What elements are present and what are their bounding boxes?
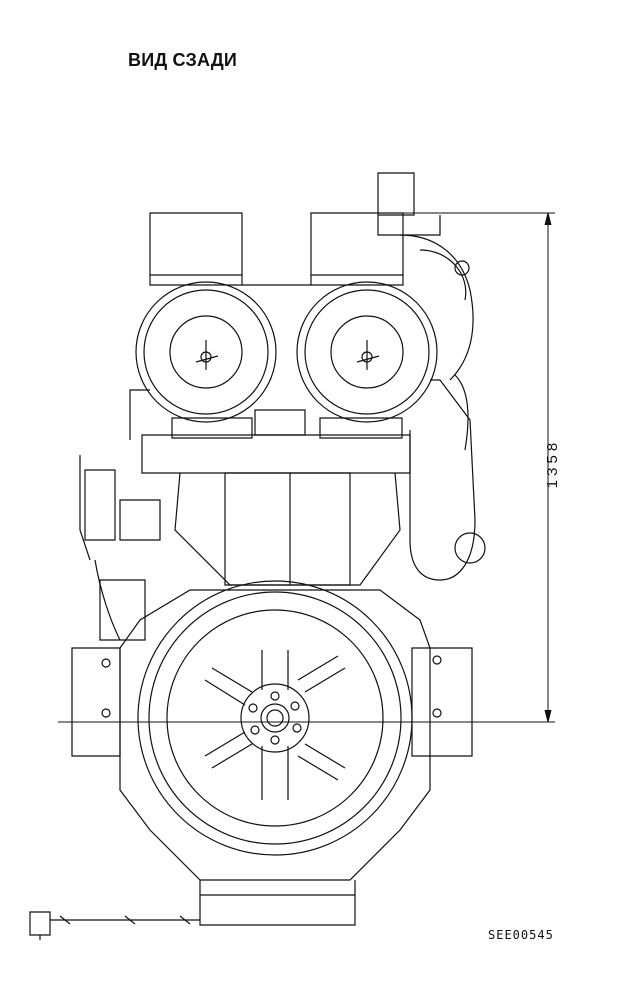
left-side-piping [80,390,160,640]
flywheel-spokes [205,650,345,800]
air-filter-left [136,213,276,422]
dimension-label: 1358 [544,438,562,489]
flywheel-housing [120,581,430,880]
air-filter-right [297,213,437,422]
oil-pan [200,880,355,925]
dimension-line [400,213,555,722]
intake-manifold [142,410,410,585]
mount-bracket-right [412,648,472,756]
hub-bolts [249,692,301,744]
view-title: ВИД СЗАДИ [128,50,238,70]
exhaust-outlet [378,173,473,380]
turbo-pipe [410,375,485,580]
drawing-code: SEE00545 [488,928,554,942]
mount-bracket-left [72,648,120,756]
sensor-cable [30,912,200,940]
